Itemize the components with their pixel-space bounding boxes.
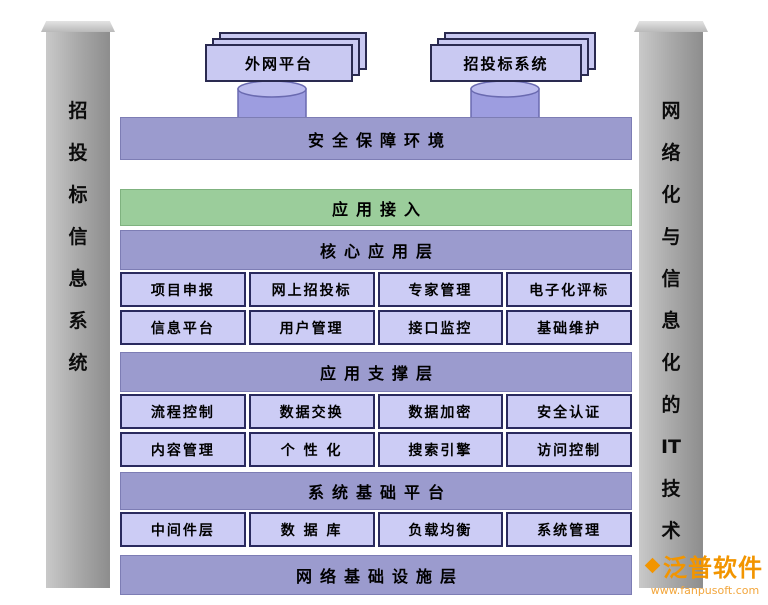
core-cell-1-2: 接口监控 xyxy=(377,310,504,345)
support-cell-1-1: 个 性 化 xyxy=(248,432,375,467)
core-cell-1-0: 信息平台 xyxy=(120,310,246,345)
support-cell-0-2: 数据加密 xyxy=(377,394,504,429)
app-support-layer-title: 应用支撑层 xyxy=(120,352,632,392)
bidding-system-label: 招投标系统 xyxy=(430,44,582,82)
app-support-grid: 流程控制 数据交换 数据加密 安全认证 内容管理 个 性 化 搜索引擎 访问控制 xyxy=(120,394,632,467)
core-cell-0-3: 电子化评标 xyxy=(506,272,632,307)
platform-cell-2: 负载均衡 xyxy=(377,512,504,547)
platform-cell-3: 系统管理 xyxy=(506,512,632,547)
pillar-char: 系 xyxy=(68,310,88,332)
core-app-grid: 项目申报 网上招投标 专家管理 电子化评标 信息平台 用户管理 接口监控 基础维… xyxy=(120,272,632,345)
extranet-platform-label: 外网平台 xyxy=(205,44,353,82)
support-cell-0-3: 安全认证 xyxy=(506,394,632,429)
pillar-char: 投 xyxy=(68,142,88,164)
system-platform-grid: 中间件层 数 据 库 负载均衡 系统管理 xyxy=(120,512,632,547)
watermark-url: www.fanpusoft.com xyxy=(650,584,760,597)
pillar-char: 信 xyxy=(661,268,681,290)
core-cell-0-2: 专家管理 xyxy=(377,272,504,307)
pillar-char: 统 xyxy=(68,352,88,374)
network-infrastructure-band: 网络基础设施层 xyxy=(120,555,632,595)
security-environment-band: 安全保障环境 xyxy=(120,117,632,160)
left-pillar-cap xyxy=(41,21,115,32)
support-cell-0-0: 流程控制 xyxy=(120,394,246,429)
extranet-platform-card: 外网平台 xyxy=(205,32,367,82)
support-cell-0-1: 数据交换 xyxy=(248,394,375,429)
pillar-char: IT xyxy=(660,436,682,458)
core-cell-0-0: 项目申报 xyxy=(120,272,246,307)
left-pillar-label: 招 投 标 信 息 系 统 xyxy=(46,30,110,384)
core-cell-0-1: 网上招投标 xyxy=(248,272,375,307)
system-platform-title: 系统基础平台 xyxy=(120,472,632,510)
core-cell-1-1: 用户管理 xyxy=(248,310,375,345)
platform-cell-1: 数 据 库 xyxy=(248,512,375,547)
app-access-band: 应用接入 xyxy=(120,189,632,226)
left-pillar: 招 投 标 信 息 系 统 xyxy=(41,21,115,588)
pillar-char: 与 xyxy=(661,226,681,248)
core-cell-1-3: 基础维护 xyxy=(506,310,632,345)
pillar-char: 的 xyxy=(661,394,681,416)
pillar-char: 技 xyxy=(661,478,681,500)
pillar-char: 息 xyxy=(68,268,88,290)
pillar-char: 络 xyxy=(661,142,681,164)
pillar-char: 化 xyxy=(661,352,681,374)
bidding-system-card: 招投标系统 xyxy=(430,32,596,82)
pillar-char: 信 xyxy=(68,226,88,248)
pillar-char: 息 xyxy=(661,310,681,332)
pillar-char: 术 xyxy=(661,520,681,542)
support-cell-1-0: 内容管理 xyxy=(120,432,246,467)
watermark-brand: 泛普软件 xyxy=(663,554,763,582)
bidding-cylinder-connector xyxy=(470,80,540,126)
right-pillar: 网 络 化 与 信 息 化 的 IT 技 术 xyxy=(634,21,708,588)
platform-cell-0: 中间件层 xyxy=(120,512,246,547)
core-app-layer-title: 核心应用层 xyxy=(120,230,632,270)
pillar-char: 招 xyxy=(68,100,88,122)
fanpu-logo-icon xyxy=(644,557,661,574)
support-cell-1-2: 搜索引擎 xyxy=(377,432,504,467)
watermark: 泛普软件 www.fanpusoft.com xyxy=(644,548,763,597)
right-pillar-label: 网 络 化 与 信 息 化 的 IT 技 术 xyxy=(639,30,703,552)
pillar-char: 网 xyxy=(661,100,681,122)
pillar-char: 化 xyxy=(661,184,681,206)
pillar-char: 标 xyxy=(68,184,88,206)
right-pillar-cap xyxy=(634,21,708,32)
support-cell-1-3: 访问控制 xyxy=(506,432,632,467)
